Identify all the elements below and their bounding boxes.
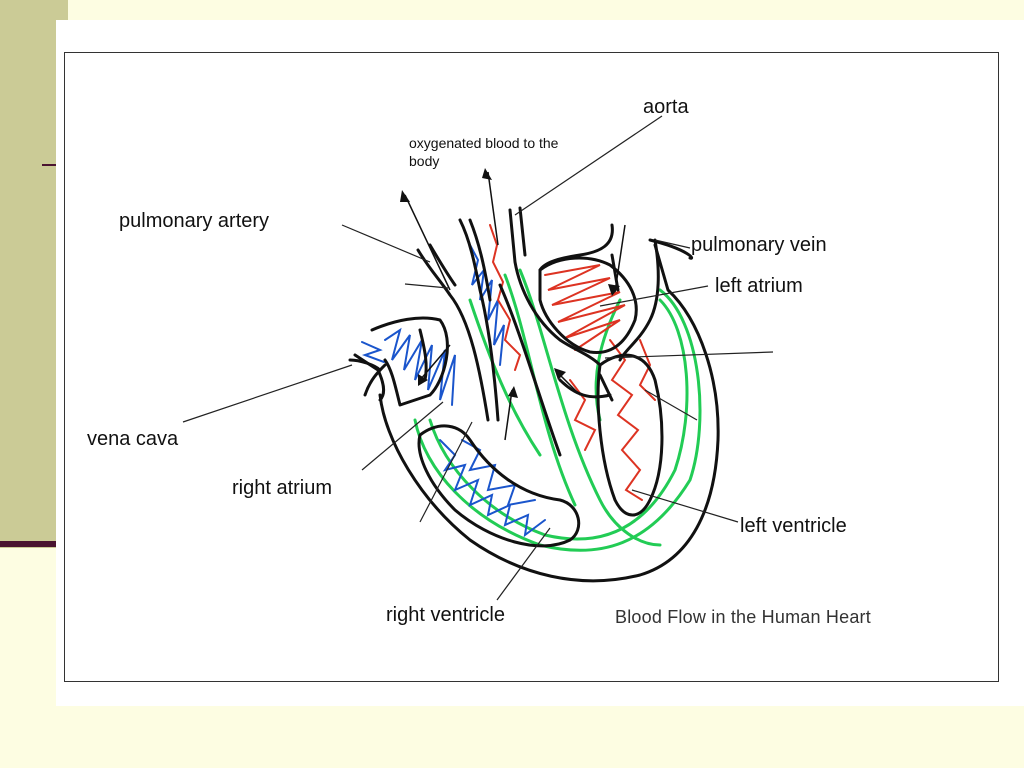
leader-pulmonary-artery	[341, 224, 431, 263]
label-left-atrium: left atrium	[715, 275, 803, 297]
flow-arrows	[404, 171, 626, 441]
arrow-heads	[400, 168, 620, 398]
label-right-ventricle: right ventricle	[386, 604, 505, 626]
slide-accent-tick	[42, 164, 56, 166]
slide-accent-rule	[0, 541, 62, 547]
leader-pulmonary-vein	[654, 239, 691, 249]
leader-pulmonary-artery-2	[404, 283, 449, 289]
deoxygenated-blood	[361, 244, 546, 538]
label-leader-lines	[182, 115, 774, 601]
label-left-ventricle: left ventricle	[740, 515, 847, 537]
leader-left-atrium-2	[604, 351, 774, 359]
leader-left-atrium	[599, 285, 709, 307]
diagram-frame	[64, 52, 999, 682]
label-aorta: aorta	[643, 96, 689, 118]
heart-outline	[348, 206, 720, 583]
label-pulmonary-artery: pulmonary artery	[119, 210, 270, 232]
leader-left-ventricle	[631, 489, 739, 523]
leader-vena-cava	[182, 364, 353, 423]
leader-right-atrium-2	[419, 421, 473, 523]
leader-right-atrium	[361, 401, 444, 471]
arrow-vena-cava	[419, 344, 451, 381]
label-pulmonary-vein: pulmonary vein	[691, 234, 827, 256]
label-oxygenated-blood: oxygenated blood to the body	[409, 135, 559, 169]
diagram-paper	[56, 20, 1024, 706]
leader-right-ventricle	[496, 527, 551, 601]
arrow-to-body	[487, 171, 499, 246]
arrow-pulmonary-in	[614, 224, 626, 293]
label-vena-cava: vena cava	[87, 428, 179, 450]
heart-lining	[413, 268, 702, 552]
arrow-pulmonary-out	[404, 194, 451, 291]
diagram-caption: Blood Flow in the Human Heart	[615, 607, 871, 627]
label-right-atrium: right atrium	[232, 477, 333, 499]
leader-left-ventricle-2	[644, 389, 698, 421]
leader-aorta	[514, 115, 663, 216]
arrow-right-valve	[504, 389, 513, 441]
